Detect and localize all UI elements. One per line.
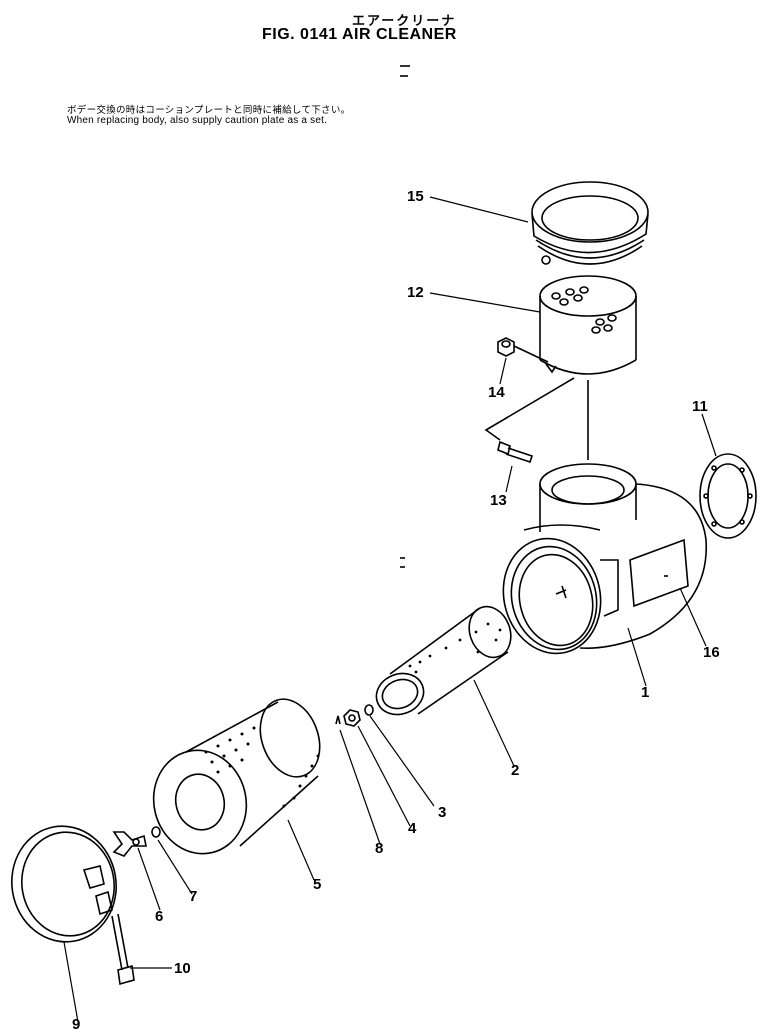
callout-15: 15 [407, 188, 424, 205]
leader-line [484, 345, 575, 441]
part-4-nut [343, 709, 361, 727]
note-japanese: ボデー交換の時はコーションプレートと同時に補給して下さい。 [67, 105, 351, 116]
part-10-bolt [111, 913, 135, 986]
callout-3: 3 [438, 804, 447, 821]
part-3-washer [364, 704, 374, 716]
note-english: When replacing body, also supply caution… [67, 115, 328, 126]
callout-16: 16 [703, 644, 720, 661]
part-5-outer-element [152, 698, 321, 855]
part-11-gasket [699, 453, 757, 539]
part-14-nut [497, 337, 515, 357]
callout-6: 6 [155, 908, 164, 925]
part-6-wing-nut [112, 831, 147, 857]
part-15-cap [531, 181, 649, 265]
callout-9: 9 [72, 1016, 81, 1033]
figure-title: FIG. 0141 AIR CLEANER [262, 26, 457, 43]
part-13-bolt [497, 440, 534, 464]
callout-2: 2 [511, 762, 520, 779]
callout-13: 13 [490, 492, 507, 509]
callout-7: 7 [189, 888, 198, 905]
part-12-perforated-cup [539, 275, 637, 375]
part-8-pin [335, 715, 341, 725]
part-7-washer [151, 826, 161, 838]
callout-1: 1 [641, 684, 650, 701]
part-1-body [502, 463, 708, 655]
callout-14: 14 [488, 384, 505, 401]
leader-lines [63, 196, 717, 1023]
callout-4: 4 [408, 820, 417, 837]
part-2-inner-element [375, 605, 512, 716]
figure-title-japanese: エアークリーナ [352, 13, 457, 28]
callout-10: 10 [174, 960, 191, 977]
callout-11: 11 [692, 398, 708, 415]
callout-8: 8 [375, 840, 384, 857]
callout-5: 5 [313, 876, 322, 893]
callout-12: 12 [407, 284, 424, 301]
part-9-band [11, 825, 117, 943]
